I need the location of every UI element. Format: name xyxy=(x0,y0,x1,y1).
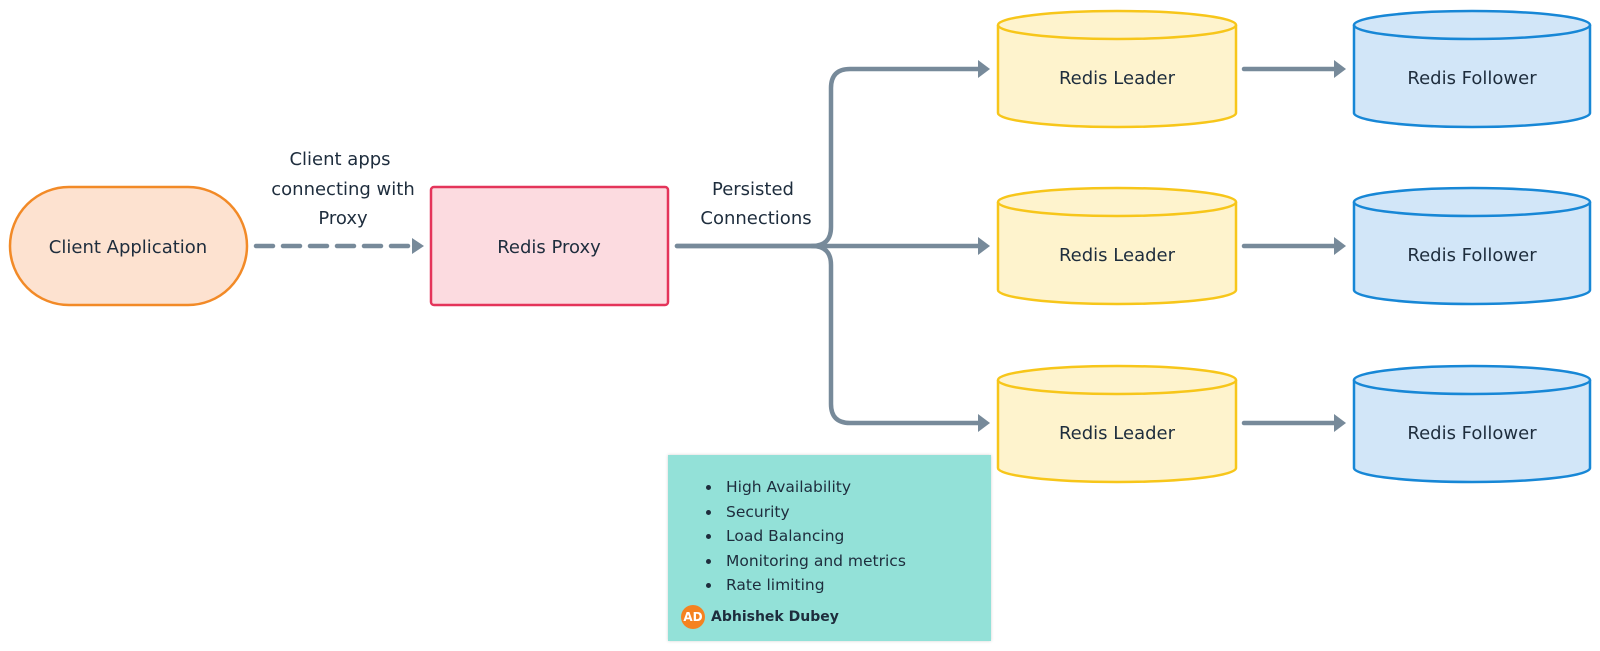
feature-item: Security xyxy=(722,500,991,525)
redis-follower-2-node[interactable]: Redis Follower xyxy=(1352,186,1592,306)
redis-leader-1-node[interactable]: Redis Leader xyxy=(996,9,1238,129)
proxy-edge-label-line-1: Persisted xyxy=(712,179,794,200)
redis-proxy-node[interactable]: Redis Proxy xyxy=(429,185,670,307)
feature-item: Load Balancing xyxy=(722,524,991,549)
proxy-edge-label: Persisted Connections xyxy=(700,179,811,229)
redis-proxy-label: Redis Proxy xyxy=(497,237,601,258)
redis-leader-2-label: Redis Leader xyxy=(1059,245,1176,266)
features-sticky-note[interactable]: High Availability Security Load Balancin… xyxy=(668,455,991,641)
follower-3-arrowhead xyxy=(1334,414,1346,432)
redis-follower-1-node[interactable]: Redis Follower xyxy=(1352,9,1592,129)
redis-leader-1-label: Redis Leader xyxy=(1059,68,1176,89)
proxy-to-leader-3-edge[interactable] xyxy=(809,243,983,426)
client-edge-label: Client apps connecting with Proxy xyxy=(271,149,415,229)
features-list: High Availability Security Load Balancin… xyxy=(668,455,991,598)
avatar: AD xyxy=(681,605,705,629)
leader-3-arrowhead xyxy=(978,414,990,432)
client-to-proxy-arrowhead xyxy=(412,238,424,254)
client-edge-label-line-2: connecting with xyxy=(271,179,415,200)
client-edge-label-line-3: Proxy xyxy=(318,208,368,229)
redis-leader-3-node[interactable]: Redis Leader xyxy=(996,364,1238,484)
client-edge-label-line-1: Client apps xyxy=(289,149,390,170)
follower-2-arrowhead xyxy=(1334,237,1346,255)
redis-leader-3-label: Redis Leader xyxy=(1059,423,1176,444)
redis-leader-2-node[interactable]: Redis Leader xyxy=(996,186,1238,306)
proxy-edge-label-line-2: Connections xyxy=(700,208,811,229)
client-application-label: Client Application xyxy=(49,237,207,258)
leader-2-arrowhead xyxy=(978,237,990,255)
follower-1-arrowhead xyxy=(1334,60,1346,78)
redis-follower-3-label: Redis Follower xyxy=(1407,423,1537,444)
leader-1-arrowhead xyxy=(978,60,990,78)
redis-follower-1-label: Redis Follower xyxy=(1407,68,1537,89)
redis-follower-2-label: Redis Follower xyxy=(1407,245,1537,266)
author-name: Abhishek Dubey xyxy=(711,609,839,625)
feature-item: Rate limiting xyxy=(722,573,991,598)
feature-item: High Availability xyxy=(722,475,991,500)
redis-follower-3-node[interactable]: Redis Follower xyxy=(1352,364,1592,484)
note-author: AD Abhishek Dubey xyxy=(681,605,839,629)
client-application-node[interactable]: Client Application xyxy=(8,185,249,307)
feature-item: Monitoring and metrics xyxy=(722,549,991,574)
